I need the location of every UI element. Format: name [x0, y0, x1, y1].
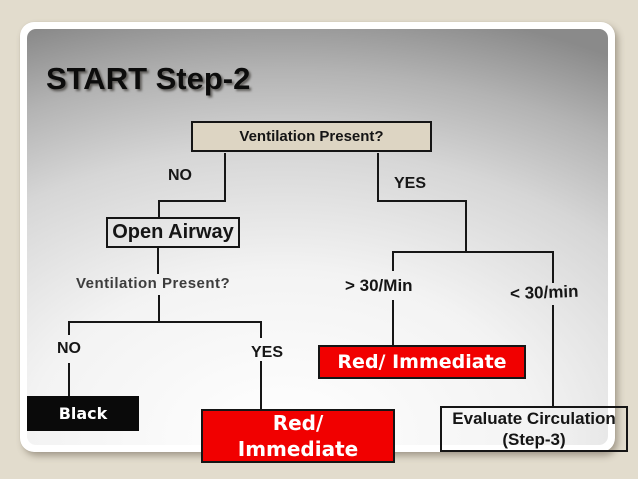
ventilation-present-label: Ventilation Present? — [76, 275, 231, 292]
connector-line — [158, 295, 160, 323]
connector-line — [465, 200, 467, 253]
connector-line — [260, 361, 262, 409]
connector-line — [158, 202, 160, 217]
red-immediate-box-lower: Red/ Immediate — [201, 409, 395, 463]
connector-line — [224, 153, 226, 202]
connector-line — [552, 253, 554, 283]
connector-line — [68, 321, 262, 323]
evaluate-circulation-line2: (Step-3) — [502, 430, 566, 449]
connector-line — [158, 200, 226, 202]
page-title: START Step-2 — [46, 61, 251, 96]
connector-line — [68, 323, 70, 335]
yes-label-top: YES — [394, 175, 427, 192]
open-airway-box: Open Airway — [106, 217, 240, 248]
evaluate-circulation-line1: Evaluate Circulation — [452, 409, 616, 428]
ventilation-present-box: Ventilation Present? — [191, 121, 432, 152]
evaluate-circulation-box: Evaluate Circulation (Step-3) — [440, 406, 628, 452]
connector-line — [552, 305, 554, 406]
red-immediate-line2: Immediate — [237, 437, 359, 461]
no-label-top: NO — [168, 167, 192, 184]
connector-line — [68, 363, 70, 396]
connector-line — [377, 153, 379, 202]
connector-line — [392, 251, 554, 253]
no-label-bottom: NO — [57, 340, 81, 357]
connector-line — [157, 248, 159, 274]
connector-line — [260, 323, 262, 338]
black-outcome-box: Black — [27, 396, 139, 431]
rate-under-30-label: < 30/min — [509, 281, 579, 304]
connector-line — [377, 200, 467, 202]
red-immediate-box-upper: Red/ Immediate — [318, 345, 526, 379]
slide-frame — [20, 22, 615, 452]
connector-line — [392, 253, 394, 271]
red-immediate-line1: Red/ — [272, 411, 324, 435]
yes-label-bottom: YES — [251, 344, 284, 361]
connector-line — [392, 300, 394, 345]
rate-over-30-label: > 30/Min — [345, 276, 413, 295]
